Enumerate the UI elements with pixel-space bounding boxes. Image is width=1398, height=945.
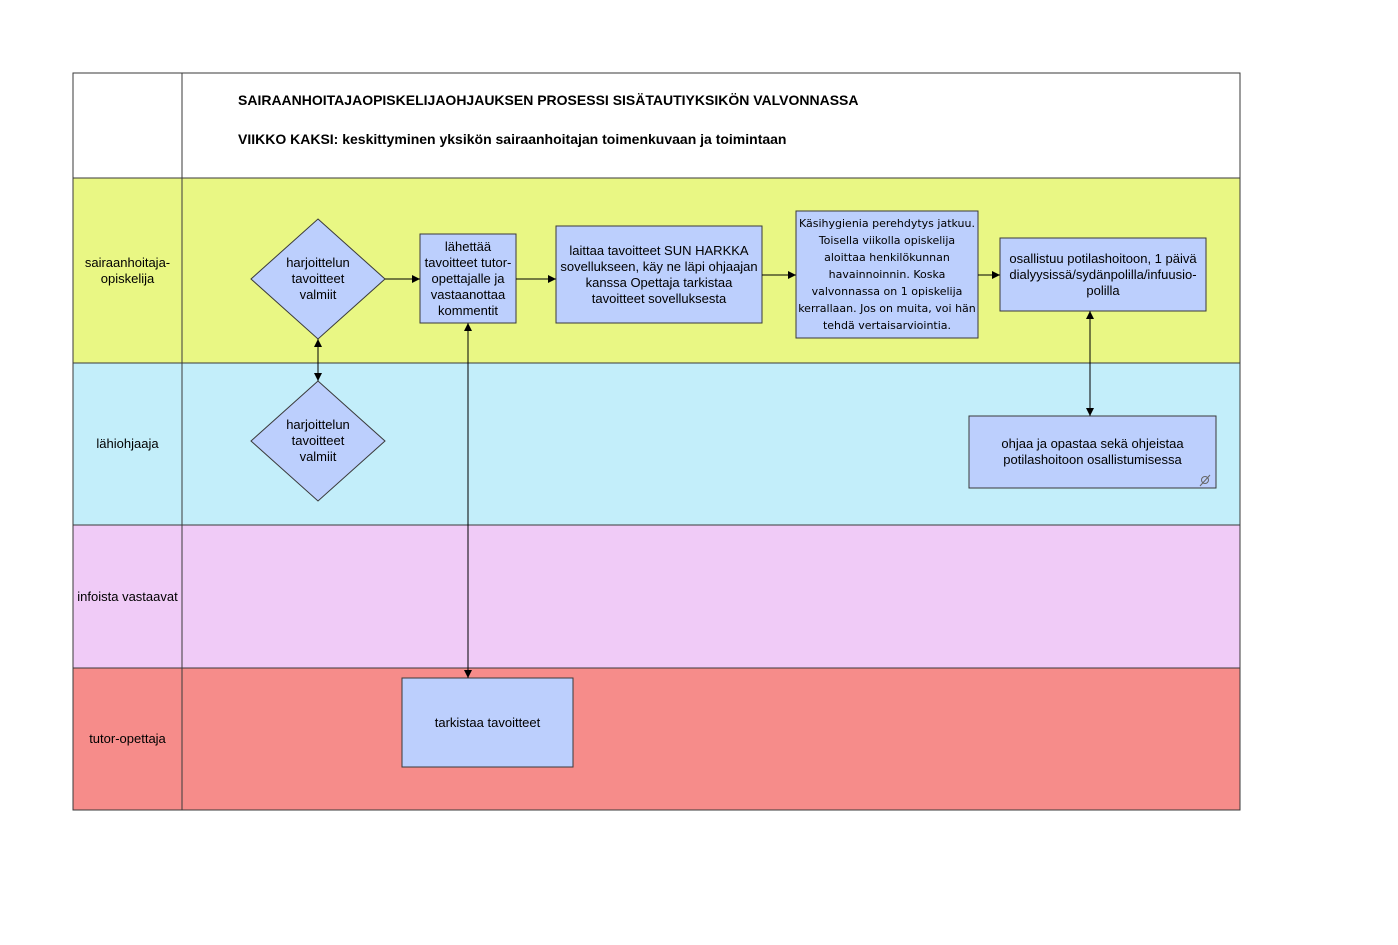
diagram-subtitle: VIIKKO KAKSI: keskittyminen yksikön sair… xyxy=(238,131,787,147)
send-goals-text: lähettää tavoitteet tutor- opettajalle j… xyxy=(424,238,512,318)
sun-harkka-text: laittaa tavoitteet SUN HARKKA sovellukse… xyxy=(560,242,758,306)
process-box-sun-harkka xyxy=(555,225,763,324)
diamond-supervisor-text: harjoittelun tavoitteet valmiit xyxy=(286,417,350,464)
lane-label-tutor: tutor-opettaja xyxy=(89,731,166,746)
process-box-send-goals xyxy=(419,233,517,324)
guide-text: ohjaa ja opastaa sekä ohjeistaa potilash… xyxy=(1001,436,1184,467)
lane-label-info: infoista vastaavat xyxy=(77,588,178,604)
lane-label-student: sairaanhoitaja- opiskelija xyxy=(84,254,171,286)
lane-info-bg xyxy=(73,525,1240,668)
lane-label-supervisor: lähiohjaaja xyxy=(96,436,159,451)
process-box-guide xyxy=(968,415,1217,489)
grid-lines xyxy=(72,72,1241,811)
process-box-check-goals xyxy=(401,677,574,768)
check-goals-text: tarkistaa tavoitteet xyxy=(434,714,541,730)
diamond-student-text: harjoittelun tavoitteet valmiit xyxy=(286,255,350,302)
diagram-title: SAIRAANHOITAJAOPISKELIJAOHJAUKSEN PROSES… xyxy=(238,92,859,108)
link-icon xyxy=(1199,474,1211,487)
decision-diamond-supervisor xyxy=(250,380,386,502)
lane-tutor-bg xyxy=(73,668,1240,810)
header-cell xyxy=(73,73,1240,178)
process-box-patient-care xyxy=(999,237,1207,312)
patient-care-text: osallistuu potilashoitoon, 1 päivä dialy… xyxy=(1009,250,1197,298)
hand-hygiene-text: Käsihygienia perehdytys jatkuu. Toisella… xyxy=(798,217,976,332)
